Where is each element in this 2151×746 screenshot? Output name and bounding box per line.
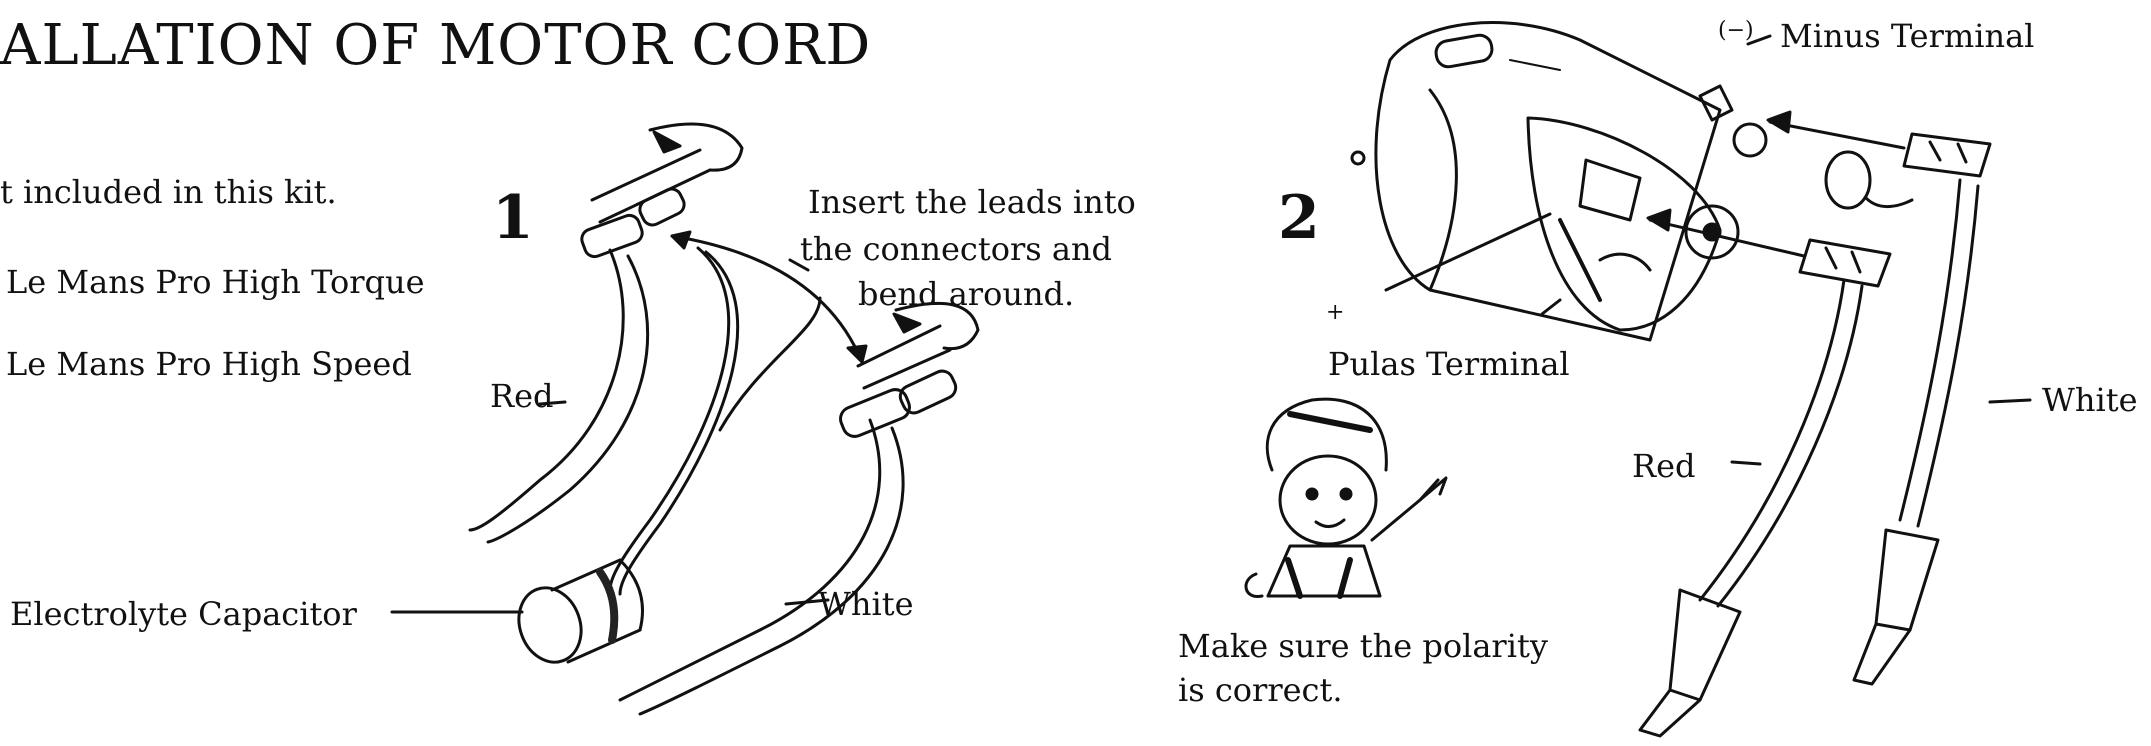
white-wire bbox=[618, 418, 905, 716]
not-included-note: t included in this kit. bbox=[0, 173, 337, 211]
upper-clip-connector-icon bbox=[1824, 132, 1992, 210]
motor-option-high-torque: Le Mans Pro High Torque bbox=[6, 263, 425, 301]
lower-connector-icon bbox=[839, 301, 980, 438]
step-2-wiring-diagram bbox=[1244, 21, 2032, 738]
motor-icon bbox=[1350, 21, 1768, 342]
motor-option-high-speed: Le Mans Pro High Speed bbox=[6, 345, 412, 383]
step-1-number: 1 bbox=[492, 183, 534, 253]
minus-symbol: (−) bbox=[1718, 18, 1754, 43]
plus-symbol: + bbox=[1326, 300, 1345, 325]
step-1-instruction-line-1: Insert the leads into bbox=[808, 183, 1136, 221]
step-2-red-label: Red bbox=[1632, 447, 1696, 485]
step-2-number: 2 bbox=[1278, 183, 1320, 253]
step-1-white-label: White bbox=[818, 585, 914, 623]
step-1-wiring-diagram bbox=[390, 122, 980, 716]
step-1-instruction-line-2: the connectors and bbox=[800, 230, 1113, 268]
red-wire bbox=[468, 248, 650, 544]
insert-guide-arrow bbox=[670, 230, 868, 364]
minus-terminal-label: Minus Terminal bbox=[1780, 17, 2035, 55]
upper-connector-icon bbox=[580, 122, 744, 259]
step-1-red-label: Red bbox=[490, 377, 554, 415]
electrolyte-capacitor-icon bbox=[390, 558, 644, 664]
lower-clip-connector-icon bbox=[1798, 238, 1892, 288]
plus-terminal-label: Pulas Terminal bbox=[1328, 345, 1570, 383]
plus-terminal-pointer bbox=[1384, 212, 1552, 292]
step-1-instruction-line-3: bend around. bbox=[858, 275, 1075, 313]
section-title: ALLATION OF MOTOR CORD bbox=[0, 13, 872, 78]
red-lead-wire bbox=[1638, 278, 1864, 738]
insert-arrows bbox=[1646, 110, 1906, 258]
capacitor-label: Electrolyte Capacitor bbox=[10, 595, 357, 633]
white-lead-wire bbox=[1852, 178, 2032, 686]
step-2-white-label: White bbox=[2042, 381, 2138, 419]
polarity-note-line-2: is correct. bbox=[1178, 671, 1343, 709]
capacitor-lead bbox=[608, 246, 822, 596]
mascot-character-icon bbox=[1244, 397, 1448, 599]
minus-terminal-pointer bbox=[1746, 34, 1772, 46]
polarity-note-line-1: Make sure the polarity bbox=[1178, 627, 1548, 665]
